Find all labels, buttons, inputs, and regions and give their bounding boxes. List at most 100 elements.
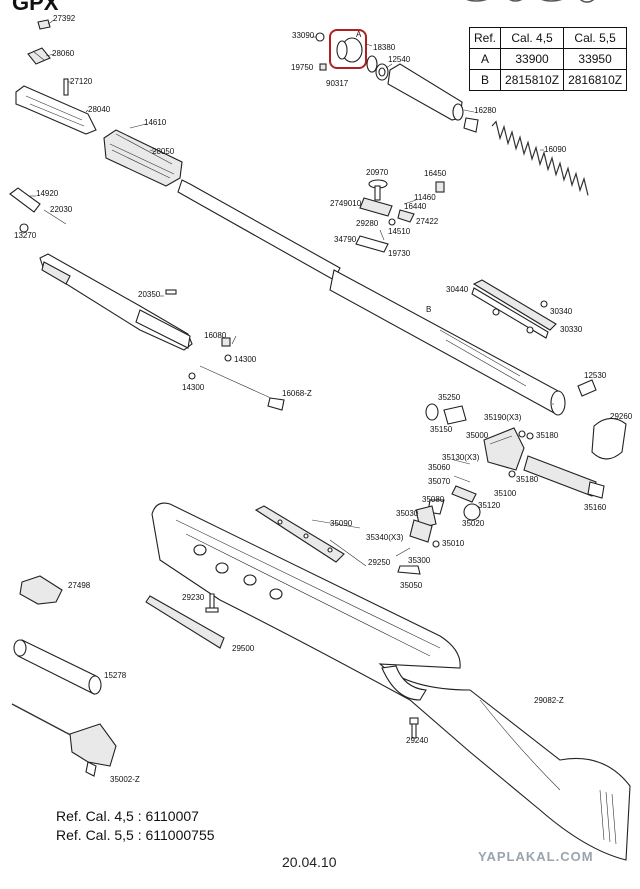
part-label-16080: 16080 (204, 331, 227, 340)
part-label-35090: 35090 (330, 519, 353, 528)
part-label-19730: 19730 (388, 249, 411, 258)
part-label-35190: 35190(X3) (484, 413, 522, 422)
part-label-14300b: 14300 (182, 383, 205, 392)
part-label-35030: 35030 (396, 509, 419, 518)
reference-table: Ref. Cal. 4,5 Cal. 5,5 A 33900 33950 B 2… (468, 27, 628, 91)
table-cell: A (468, 48, 502, 70)
part-label-13270: 13270 (14, 231, 37, 240)
part-29500 (145, 595, 225, 649)
table-cell: 33950 (563, 48, 628, 70)
part-label-19750: 19750 (291, 63, 314, 72)
table-row: B 2815810Z 2816810Z (468, 69, 628, 91)
part-35090-rod (311, 519, 367, 567)
part-label-28060: 28060 (52, 49, 75, 58)
part-label-35002: 35002-Z (110, 775, 140, 784)
ref-cal-55-line: Ref. Cal. 5,5 : 611000755 (56, 827, 215, 843)
part-label-14300a: 14300 (234, 355, 257, 364)
part-18380-oring (366, 55, 378, 73)
document-date: 20.04.10 (282, 854, 337, 870)
part-label-34790: 34790 (334, 235, 357, 244)
part-label-30340: 30340 (550, 307, 573, 316)
part-label-30330: 30330 (560, 325, 583, 334)
cal45-col-header: Cal. 4,5 (500, 27, 565, 49)
part-label-35010: 35010 (442, 539, 465, 548)
part-15278-cylinder (13, 639, 102, 695)
part-label-16440: 16440 (404, 202, 427, 211)
part-label-12530: 12530 (584, 371, 607, 380)
part-label-12540: 12540 (388, 55, 411, 64)
part-label-35000: 35000 (466, 431, 489, 440)
part-20350-pin (165, 289, 177, 295)
part-label-14610: 14610 (144, 118, 167, 127)
part-label-15278: 15278 (104, 671, 127, 680)
part-35002-trigger-assembly (11, 703, 117, 777)
part-label-11460: 11460 (414, 193, 436, 202)
ref-cal-45-line: Ref. Cal. 4,5 : 6110007 (56, 808, 199, 824)
assembly-letter-b: B (426, 305, 431, 314)
part-35030-35010 (395, 505, 440, 575)
part-35160-trigger-tube (523, 455, 605, 499)
part-28060 (27, 47, 51, 65)
table-row: A 33900 33950 (468, 48, 628, 70)
part-29250-plate (254, 505, 345, 563)
part-12540-washer (375, 63, 389, 81)
part-label-16450: 16450 (424, 169, 447, 178)
part-label-35080: 35080 (422, 495, 445, 504)
part-label-22030: 22030 (50, 205, 73, 214)
part-35000-trigger-housing (483, 427, 534, 478)
part-label-16280: 16280 (474, 106, 497, 115)
part-27392 (37, 19, 51, 30)
part-label-29500: 29500 (232, 644, 255, 653)
assembly-letter-a: A (356, 30, 362, 39)
brand-title-fragment: GPX (12, 0, 59, 15)
part-33090 (315, 32, 325, 42)
part-label-14510: 14510 (388, 227, 411, 236)
part-label-35020: 35020 (462, 519, 485, 528)
table-cell: B (468, 69, 502, 91)
part-label-35130: 35130(X3) (442, 453, 480, 462)
part-29082-stock (151, 502, 631, 861)
part-19750 (319, 63, 327, 71)
part-27120 (63, 78, 69, 96)
part-label-18380: 18380 (373, 43, 396, 52)
part-29240-screw (409, 717, 419, 739)
part-30440-rail (471, 279, 557, 339)
part-label-29230: 29230 (182, 593, 205, 602)
part-label-27120: 27120 (70, 77, 93, 86)
part-20970-trigger-group (359, 179, 445, 223)
part-label-28050: 28050 (152, 147, 175, 156)
part-label-16090: 16090 (544, 145, 567, 154)
part-29230-screw (205, 593, 219, 613)
part-label-16068: 16068-Z (282, 389, 312, 398)
part-label-35180b: 35180 (516, 475, 539, 484)
part-14920-group (9, 187, 67, 233)
ref-col-header: Ref. (468, 27, 502, 49)
part-label-29260: 29260 (610, 412, 633, 421)
part-12530 (577, 379, 597, 397)
part-label-28040: 28040 (88, 105, 111, 114)
leader-lines (30, 19, 612, 419)
reference-numbers: Ref. Cal. 4,5 : 6110007 Ref. Cal. 5,5 : … (56, 807, 215, 845)
part-label-35300: 35300 (408, 556, 431, 565)
part-label-30440: 30440 (446, 285, 469, 294)
part-label-35180a: 35180 (536, 431, 559, 440)
part-16080 (188, 337, 232, 380)
part-label-27498: 27498 (68, 581, 91, 590)
part-label-29250: 29250 (368, 558, 391, 567)
part-label-35250: 35250 (438, 393, 461, 402)
part-label-90317: 90317 (326, 79, 349, 88)
part-label-20970: 20970 (366, 168, 389, 177)
part-label-35060: 35060 (428, 463, 451, 472)
part-label-29280: 29280 (356, 219, 379, 228)
table-cell: 2815810Z (500, 69, 565, 91)
part-label-27392: 27392 (53, 14, 76, 23)
part-29280-34790 (355, 218, 396, 253)
part-label-33090: 33090 (292, 31, 315, 40)
part-label-35100: 35100 (494, 489, 517, 498)
part-28040-breech (15, 85, 97, 135)
part-label-35340: 35340(X3) (366, 533, 404, 542)
part-label-35050: 35050 (400, 581, 423, 590)
part-16280-spring-guide (387, 63, 479, 133)
part-barrel (177, 179, 566, 416)
